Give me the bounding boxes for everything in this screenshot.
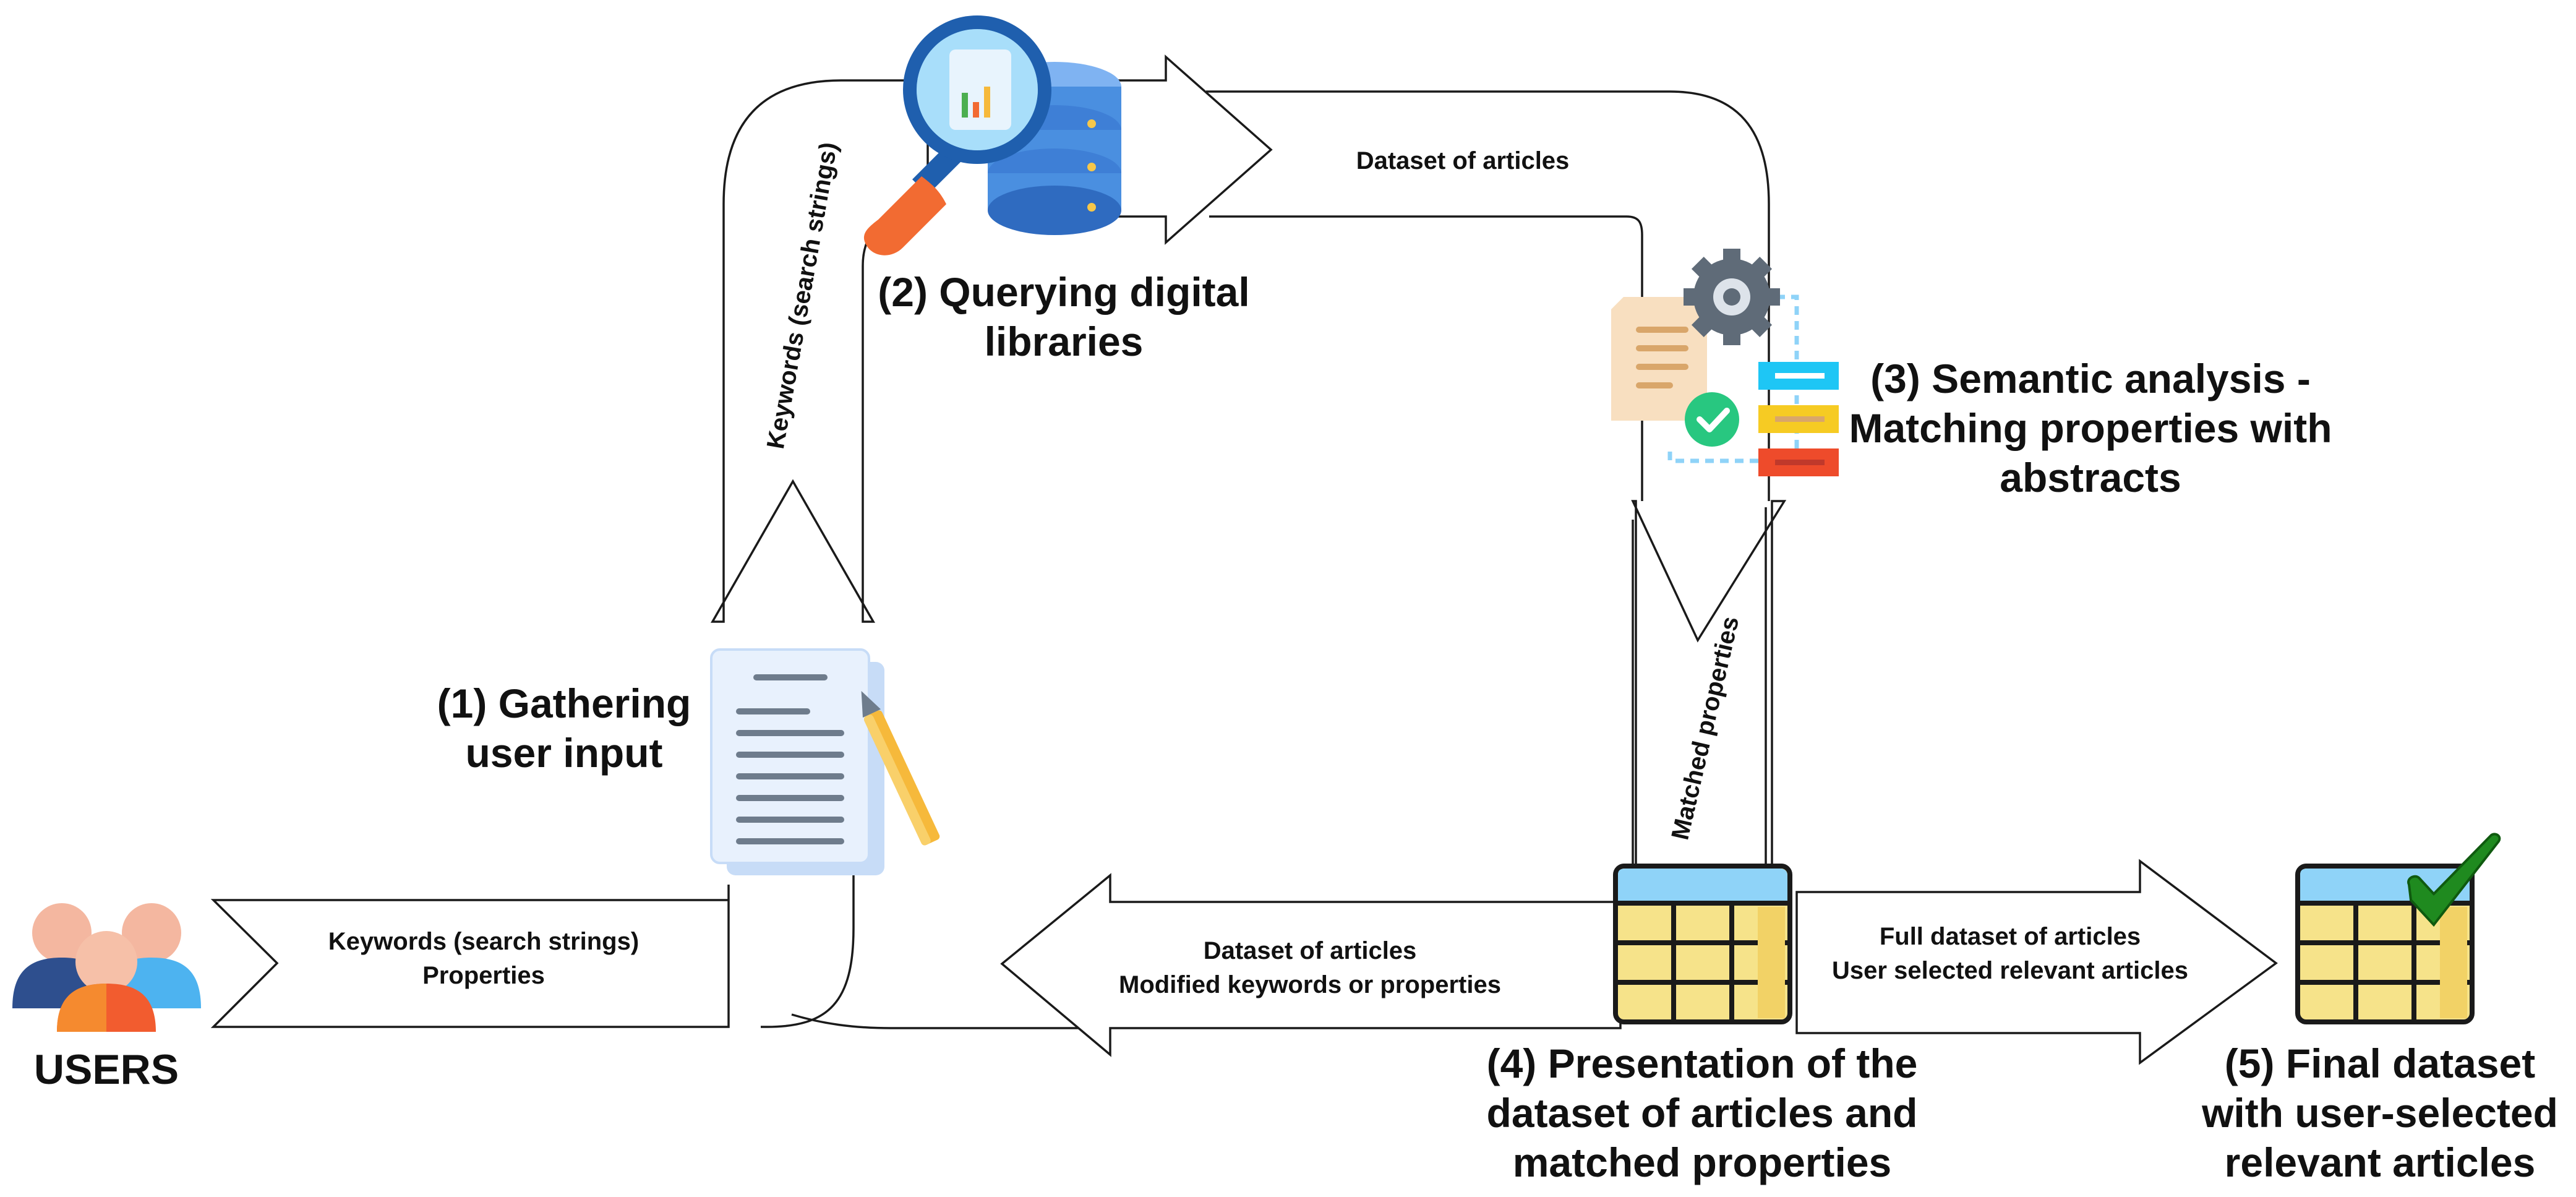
step-4-line2: dataset of articles and [1487,1090,1918,1136]
step-5-line3: relevant articles [2225,1139,2536,1185]
document-with-pencil-icon [710,648,940,875]
connector-top-right [1206,90,1770,501]
step-5-line2: with user-selected [2201,1090,2558,1136]
step-3-line1: (3) Semantic analysis - [1870,356,2311,401]
label-final-out-2: User selected relevant articles [1832,957,2188,984]
step-1-line2: user input [465,730,662,776]
label-dataset-top: Dataset of articles [1356,147,1570,174]
connector-loop-bottom [791,1013,1104,1029]
step-1-line1: (1) Gathering [437,680,691,726]
label-users-in-1: Keywords (search strings) [328,928,639,955]
table-icon [1613,864,1792,1024]
label-users-in-2: Properties [422,962,545,989]
arrow-back-to-input [1000,873,1622,1057]
label-final-out-1: Full dataset of articles [1880,923,2141,950]
connector-loop-lower [761,872,855,1028]
step-2-line2: libraries [985,319,1144,364]
step-4-line3: matched properties [1513,1139,1892,1185]
connector-inner-right [1209,215,1643,501]
document-gear-checklist-icon [1611,249,1839,476]
label-back-1: Dataset of articles [1204,937,1417,964]
step-4-line1: (4) Presentation of the [1487,1040,1918,1086]
step-3-line3: abstracts [2000,455,2181,500]
arrow-matched-down [1631,500,1787,873]
step-3-line2: Matching properties with [1849,405,2332,451]
magnifier-database-icon [863,15,1121,255]
arrow-final-out [1795,859,2278,1065]
arrow-users-to-input [210,885,730,1028]
users-label: USERS [34,1046,179,1093]
step-2-line1: (2) Querying digital [878,269,1249,315]
label-back-2: Modified keywords or properties [1119,971,1501,998]
users-group-icon [12,903,201,1032]
step-5-line1: (5) Final dataset [2225,1040,2535,1086]
table-checkmark-icon [2295,833,2501,1024]
arrow-keywords-up [710,79,929,623]
